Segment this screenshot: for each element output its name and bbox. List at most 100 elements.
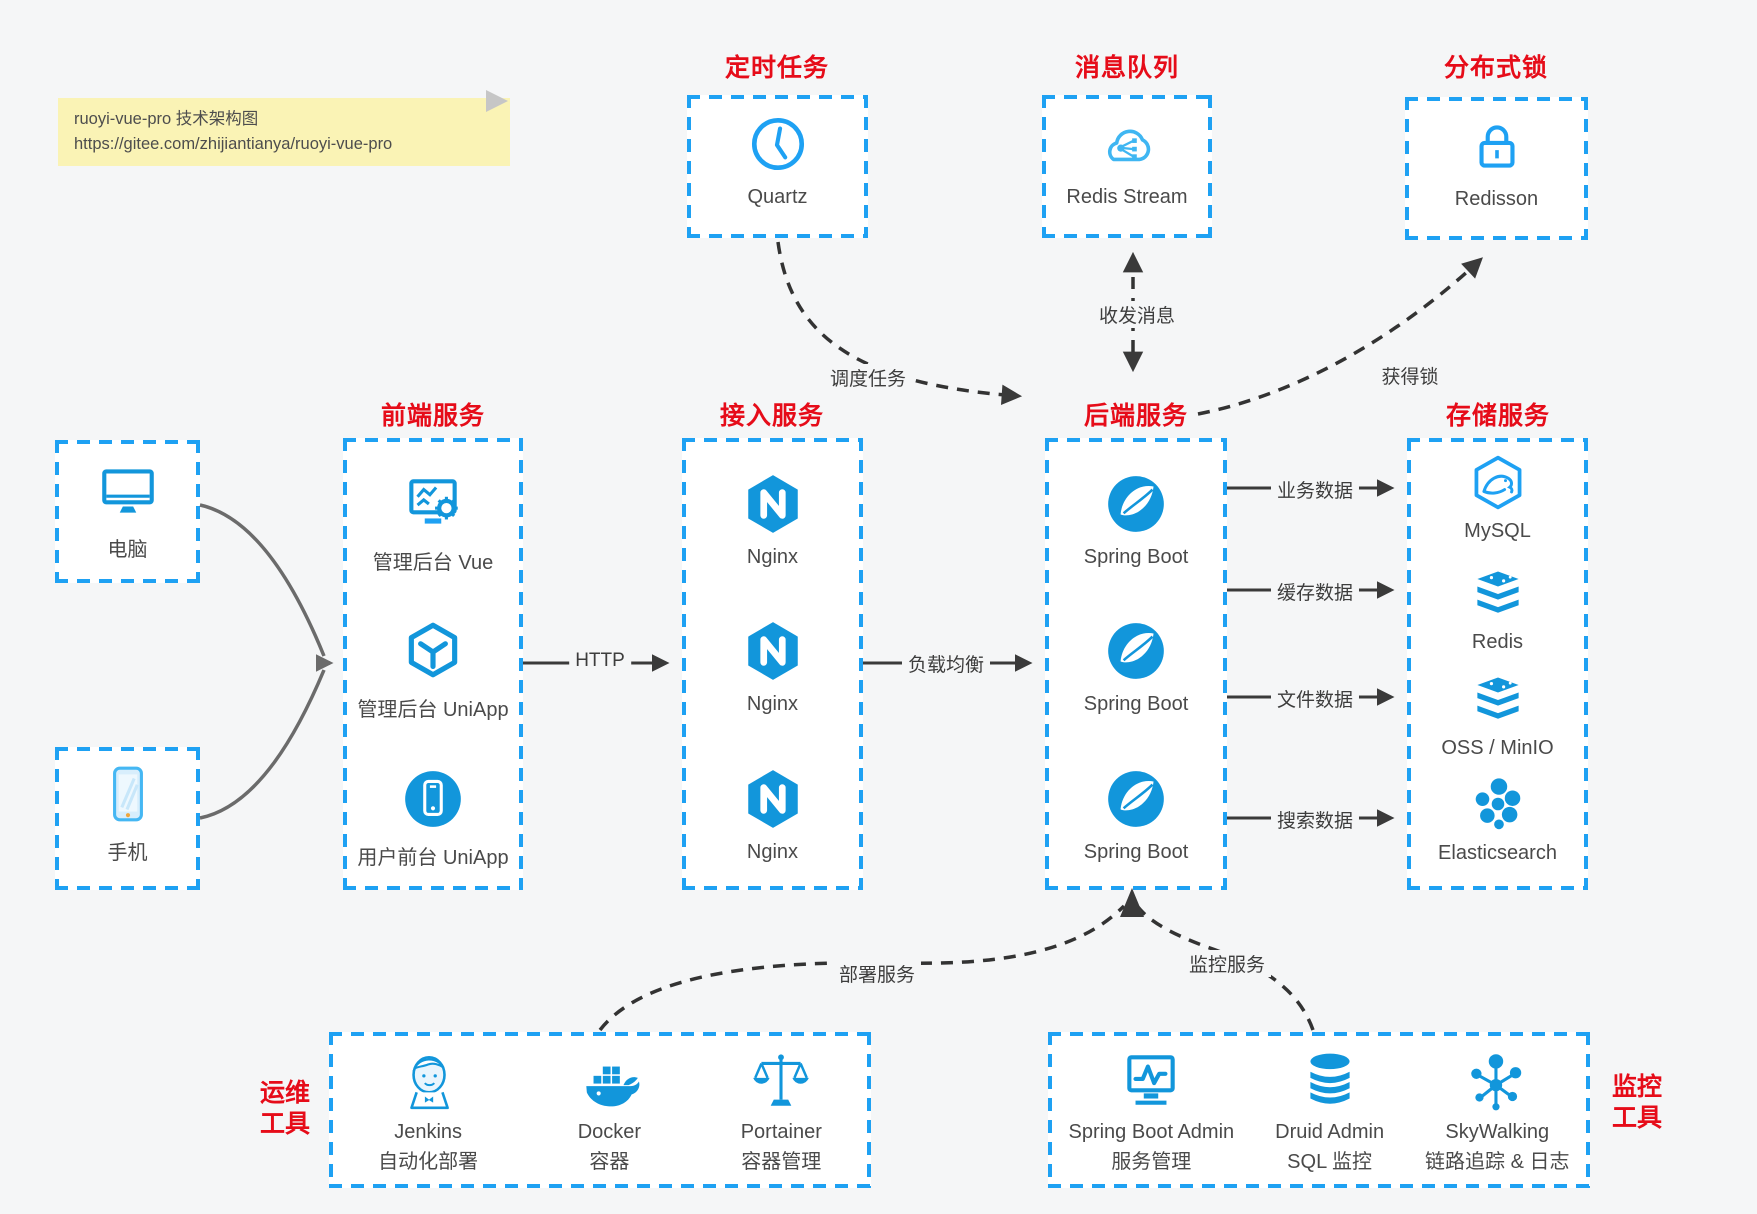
node-label: Elasticsearch bbox=[1438, 842, 1557, 864]
group-title-storage: 存储服务 bbox=[1445, 402, 1551, 430]
nginx-icon bbox=[747, 475, 798, 533]
admin-vue-icon bbox=[409, 479, 458, 524]
tool-name: Druid Admin bbox=[1275, 1121, 1385, 1143]
note-url: https://gitee.com/zhijiantianya/ruoyi-vu… bbox=[74, 135, 393, 153]
node-label: MySQL bbox=[1464, 520, 1531, 542]
spring-boot-icon bbox=[1108, 623, 1164, 679]
skywalking-icon bbox=[1471, 1054, 1522, 1111]
edge-phone-to-frontend bbox=[199, 669, 326, 820]
group-title-ops-tools: 运维 工具 bbox=[252, 1078, 318, 1140]
monitor-title-line2: 工具 bbox=[1611, 1104, 1662, 1132]
spring-boot-icon bbox=[1108, 476, 1164, 532]
note-fold-corner bbox=[486, 90, 508, 112]
elasticsearch-icon bbox=[1475, 778, 1520, 830]
node-label: Nginx bbox=[746, 841, 799, 863]
uniapp-cube-icon bbox=[408, 622, 458, 678]
monitor-item-skywalking: SkyWalking 链路追踪 & 日志 bbox=[1425, 1048, 1570, 1174]
edge-label-schedule-task: 调度任务 bbox=[823, 364, 913, 391]
edge-computer-to-frontend bbox=[199, 503, 326, 657]
tool-desc: 容器管理 bbox=[741, 1151, 822, 1173]
box-quartz: Quartz bbox=[687, 95, 868, 238]
tool-name: Portainer bbox=[740, 1121, 822, 1143]
group-title-message-queue: 消息队列 bbox=[1074, 54, 1180, 82]
node-label: 管理后台 UniApp bbox=[357, 699, 509, 721]
node-label: 用户前台 UniApp bbox=[357, 847, 509, 869]
cloud-share-icon bbox=[1107, 129, 1151, 162]
ops-title-line2: 工具 bbox=[259, 1110, 310, 1138]
monitor-item-druid: Druid Admin SQL 监控 bbox=[1275, 1048, 1384, 1174]
box-redis-stream: Redis Stream bbox=[1042, 95, 1212, 238]
monitor-title-line1: 监控 bbox=[1611, 1073, 1662, 1101]
ops-title-line1: 运维 bbox=[259, 1079, 310, 1107]
tool-desc: 容器 bbox=[589, 1151, 630, 1173]
note-title: ruoyi-vue-pro 技术架构图 bbox=[74, 110, 259, 128]
node-label: 管理后台 Vue bbox=[372, 552, 494, 574]
tool-desc: 自动化部署 bbox=[378, 1151, 479, 1173]
sticky-note: ruoyi-vue-pro 技术架构图 https://gitee.com/zh… bbox=[58, 98, 510, 166]
group-title-monitor-tools: 监控 工具 bbox=[1604, 1072, 1670, 1134]
ops-item-jenkins: Jenkins 自动化部署 bbox=[378, 1048, 478, 1174]
edge-label-monitor-service: 监控服务 bbox=[1182, 950, 1272, 977]
edge-deploy-service bbox=[598, 904, 1126, 1032]
ops-item-docker: Docker 容器 bbox=[576, 1048, 642, 1174]
box-storage-services: MySQL Redis OSS / MinIO Elasticsear bbox=[1407, 438, 1588, 890]
oss-minio-icon bbox=[1476, 677, 1519, 719]
user-app-icon bbox=[405, 771, 461, 827]
group-title-frontend: 前端服务 bbox=[380, 402, 486, 430]
edge-bottom-arrowhead bbox=[1120, 888, 1144, 917]
box-access-services: Nginx Nginx Nginx bbox=[682, 438, 863, 890]
node-label: Nginx bbox=[746, 693, 799, 715]
clock-icon bbox=[751, 117, 804, 171]
box-monitor-tools: Spring Boot Admin 服务管理 Druid Admin SQL 监… bbox=[1048, 1032, 1590, 1188]
group-title-scheduled-task: 定时任务 bbox=[724, 54, 830, 82]
edge-label-send-receive-msg: 收发消息 bbox=[1092, 301, 1182, 328]
druid-icon bbox=[1310, 1053, 1350, 1104]
node-label: Spring Boot bbox=[1083, 546, 1189, 568]
portainer-icon bbox=[753, 1054, 810, 1106]
box-ops-tools: Jenkins 自动化部署 Docker 容器 Portainer 容器管理 bbox=[329, 1032, 871, 1188]
group-title-access: 接入服务 bbox=[719, 402, 825, 430]
tool-name: Spring Boot Admin bbox=[1068, 1121, 1235, 1143]
redis-icon bbox=[1476, 571, 1519, 613]
edge-label-business-data: 业务数据 bbox=[1270, 476, 1360, 503]
edge-label-file-data: 文件数据 bbox=[1270, 685, 1360, 712]
group-title-distributed-lock: 分布式锁 bbox=[1443, 54, 1549, 82]
node-label: Spring Boot bbox=[1083, 693, 1189, 715]
desktop-icon bbox=[101, 469, 154, 513]
jenkins-icon bbox=[410, 1055, 450, 1110]
edge-label-cache-data: 缓存数据 bbox=[1270, 578, 1360, 605]
node-label: OSS / MinIO bbox=[1441, 737, 1554, 759]
edge-acquire-lock bbox=[1197, 257, 1483, 416]
box-backend-services: Spring Boot Spring Boot Spring Boot bbox=[1045, 438, 1227, 890]
node-label: 电脑 bbox=[107, 539, 148, 561]
tool-name: SkyWalking bbox=[1445, 1121, 1550, 1143]
node-label: Redis bbox=[1471, 631, 1524, 653]
tool-name: Docker bbox=[577, 1121, 642, 1143]
box-frontend-services: 管理后台 Vue 管理后台 UniApp 用户前台 UniApp bbox=[343, 438, 523, 890]
monitor-item-springboot-admin: Spring Boot Admin 服务管理 bbox=[1068, 1048, 1234, 1174]
edge-label-http: HTTP bbox=[569, 650, 631, 672]
edge-label-search-data: 搜索数据 bbox=[1270, 806, 1360, 833]
node-label: Spring Boot bbox=[1083, 841, 1189, 863]
springboot-admin-icon bbox=[1127, 1055, 1176, 1105]
tool-desc: 服务管理 bbox=[1111, 1151, 1192, 1173]
group-title-backend: 后端服务 bbox=[1083, 402, 1189, 430]
edge-label-acquire-lock: 获得锁 bbox=[1375, 362, 1445, 389]
node-label: Nginx bbox=[746, 546, 799, 568]
spring-boot-icon bbox=[1108, 771, 1164, 827]
tool-name: Jenkins bbox=[394, 1121, 463, 1143]
ops-item-portainer: Portainer 容器管理 bbox=[741, 1048, 822, 1174]
box-redisson: Redisson bbox=[1405, 97, 1588, 240]
docker-icon bbox=[586, 1066, 640, 1107]
smartphone-icon bbox=[112, 766, 143, 822]
node-label: 手机 bbox=[107, 842, 148, 864]
box-computer-client: 电脑 bbox=[55, 440, 200, 583]
nginx-icon bbox=[747, 622, 798, 680]
node-label: Quartz bbox=[747, 186, 808, 208]
lock-icon bbox=[1478, 125, 1515, 168]
box-phone-client: 手机 bbox=[55, 747, 200, 890]
node-label: Redisson bbox=[1454, 188, 1539, 210]
tool-desc: 链路追踪 & 日志 bbox=[1425, 1151, 1570, 1173]
